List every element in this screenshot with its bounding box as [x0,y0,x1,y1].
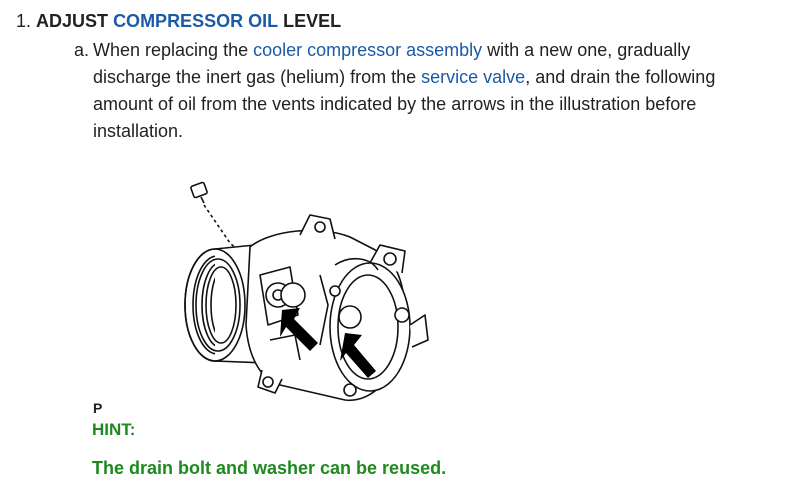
substep-letter: a. [74,40,90,60]
drain-bolt-icon [190,181,208,204]
cooler-compressor-assembly-link[interactable]: cooler compressor assembly [253,40,483,60]
substep-text-2: with a new one, gradually discharge the … [93,40,691,87]
service-valve-link[interactable]: service valve [421,67,526,87]
drain-arrow-front-icon [280,308,318,351]
drain-arrow-rear-icon [340,333,376,378]
substep-text-3: , and drain the following amount of oil … [93,67,716,141]
step-heading: 1. ADJUST COMPRESSOR OIL LEVEL [16,9,341,33]
step-prefix: ADJUST [36,11,109,31]
step-number: 1. [16,11,32,31]
illustration-label: P [93,400,103,416]
compressor-oil-link[interactable]: COMPRESSOR OIL [113,11,279,31]
rear-vent-icon [338,305,362,329]
compressor-illustration [184,181,429,401]
hint-title: HINT: [92,420,136,439]
substep-body: When replacing the cooler compressor ass… [93,37,773,145]
hint-text: The drain bolt and washer can be reused. [92,458,447,478]
step-suffix: LEVEL [283,11,342,31]
substep-text-1: When replacing the [93,40,254,60]
front-vent-icon [280,282,306,308]
